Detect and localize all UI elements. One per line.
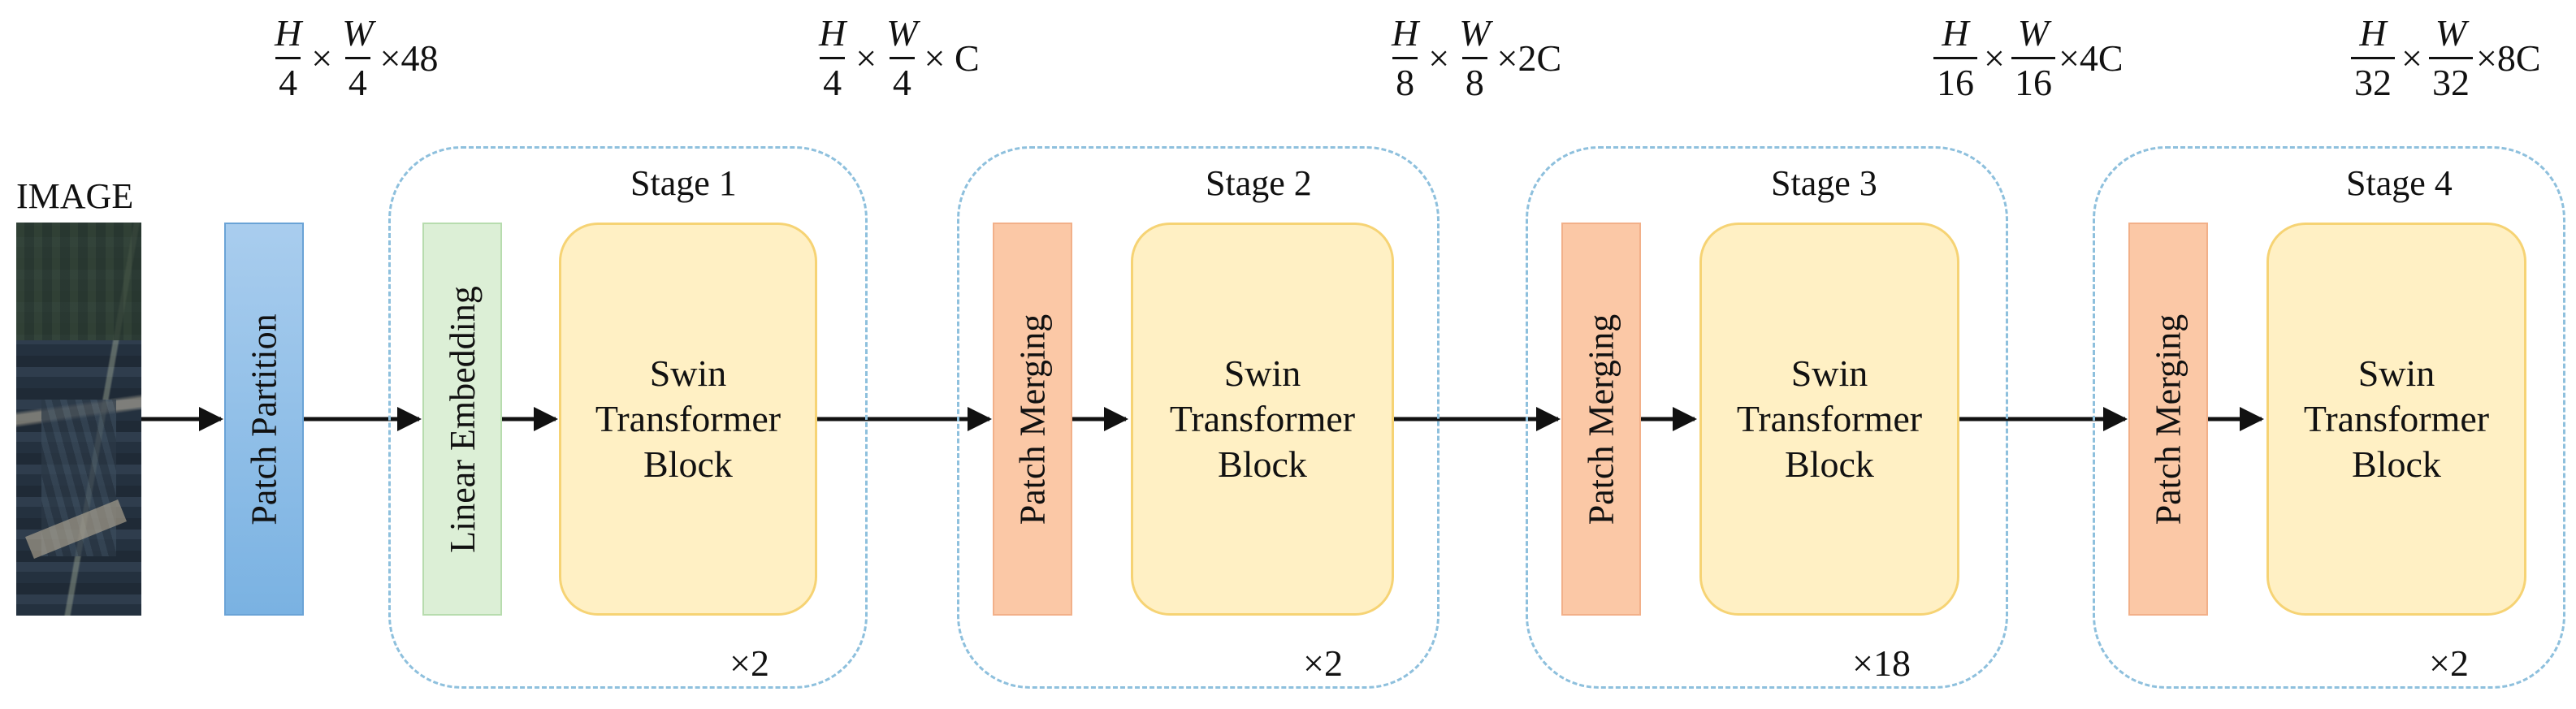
- stage-4-swin-block: Swin Transformer Block: [2266, 223, 2526, 616]
- patch-partition-block: Patch Partition: [224, 223, 304, 616]
- stage-4-frame: [2093, 146, 2565, 689]
- stage-2-frame: [957, 146, 1440, 689]
- stage-1-title: Stage 1: [630, 163, 737, 203]
- stage-3-repeat-count: ×18: [1852, 642, 1911, 684]
- image-label: IMAGE: [16, 176, 134, 216]
- swin-block-line: Swin: [1223, 352, 1301, 394]
- swin-block-line: Transformer: [595, 398, 781, 439]
- patch-merging-label: Patch Merging: [1012, 313, 1053, 525]
- stage-4-repeat-count: ×2: [2429, 642, 2469, 684]
- input-image-thumbnail: [16, 223, 141, 616]
- stage-1-frame: [388, 146, 868, 689]
- stage-1-repeat-count: ×2: [730, 642, 769, 684]
- swin-block-line: Swin: [1790, 352, 1868, 394]
- stage-3-frame: [1526, 146, 2008, 689]
- swin-block-line: Block: [1218, 443, 1307, 485]
- stage-4-title: Stage 4: [2346, 163, 2453, 203]
- linear-embedding-label: Linear Embedding: [442, 285, 483, 553]
- stage-4-patch-merging-block: Patch Merging: [2128, 223, 2208, 616]
- stage-2-repeat-count: ×2: [1303, 642, 1343, 684]
- patch-merging-label: Patch Merging: [2148, 313, 2189, 525]
- stage-1-swin-block: Swin Transformer Block: [559, 223, 817, 616]
- stage-3-title: Stage 3: [1771, 163, 1877, 203]
- swin-block-line: Transformer: [1169, 398, 1356, 439]
- patch-merging-label: Patch Merging: [1581, 313, 1621, 525]
- swin-block-line: Swin: [649, 352, 727, 394]
- swin-block-line: Swin: [2357, 352, 2435, 394]
- stage-2-swin-block: Swin Transformer Block: [1131, 223, 1394, 616]
- swin-block-line: Block: [643, 443, 733, 485]
- stage-2-patch-merging-block: Patch Merging: [993, 223, 1072, 616]
- patch-partition-label: Patch Partition: [244, 313, 284, 525]
- linear-embedding-block: Linear Embedding: [422, 223, 502, 616]
- swin-block-line: Transformer: [1736, 398, 1923, 439]
- swin-block-line: Block: [2352, 443, 2441, 485]
- stage-3-patch-merging-block: Patch Merging: [1561, 223, 1641, 616]
- swin-block-line: Transformer: [2303, 398, 2490, 439]
- swin-block-line: Block: [1785, 443, 1874, 485]
- stage-2-title: Stage 2: [1206, 163, 1312, 203]
- stage-3-swin-block: Swin Transformer Block: [1699, 223, 1959, 616]
